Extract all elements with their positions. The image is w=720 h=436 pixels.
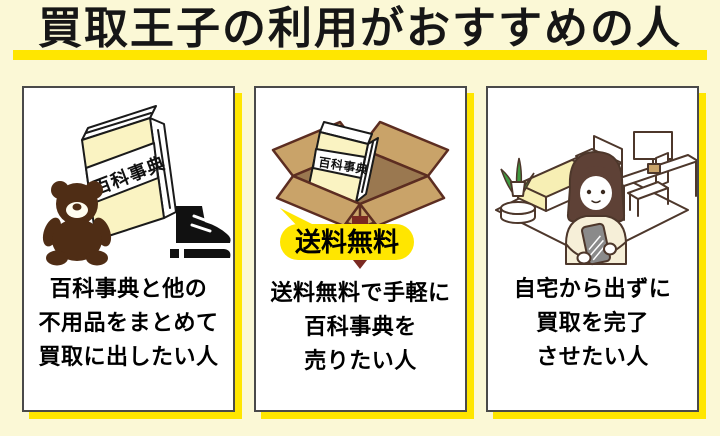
teddy-bear-icon (42, 181, 112, 266)
plant-icon (500, 157, 536, 224)
card-sell-from-home: 自宅から出ずに 買取を完了 させたい人 (486, 86, 699, 412)
woman-smartphone-room-illustration (495, 131, 697, 266)
badge-label: 送料無料 (295, 227, 399, 257)
caption-line: 自宅から出ずに (513, 276, 672, 301)
woman-icon (565, 151, 627, 266)
caption-line: 百科事典と他の (49, 276, 208, 301)
free-shipping-badge: 送料無料 (280, 208, 414, 260)
caption-line: 買取を完了 (536, 310, 649, 335)
caption-line: 不用品をまとめて (38, 310, 219, 335)
encyclopedia-teddy-bear-boot-illustration: 百科事典 (42, 105, 231, 266)
cardboard-box-icon: 百科事典 (271, 120, 450, 230)
card-free-shipping: 百科事典 送料無料 送料無料で手軽に 百科事典を 売りたい人 (254, 86, 467, 412)
card-caption: 百科事典と他の 不用品をまとめて 買取に出したい人 (38, 272, 218, 374)
cards-row: 百科事典 (0, 82, 720, 412)
card-caption: 自宅から出ずに 買取を完了 させたい人 (514, 272, 672, 374)
caption-line: 送料無料で手軽に (270, 280, 451, 305)
caption-line: させたい人 (536, 344, 649, 369)
page-title: 買取王子の利用がおすすめの人 (38, 4, 682, 53)
title-highlight-bar (13, 50, 707, 60)
card-caption: 送料無料で手軽に 百科事典を 売りたい人 (270, 276, 450, 378)
boot-icon (170, 206, 231, 258)
caption-line: 売りたい人 (304, 348, 417, 373)
card-bulk-sell: 百科事典 (22, 86, 235, 412)
caption-line: 百科事典を (304, 314, 417, 339)
monitor-icon (633, 131, 673, 160)
caption-line: 買取に出したい人 (38, 344, 219, 369)
page-header: 買取王子の利用がおすすめの人 (0, 0, 720, 82)
encyclopedia-in-open-box-illustration: 百科事典 送料無料 (271, 120, 450, 269)
encyclopedia-book-icon: 百科事典 (81, 105, 177, 241)
encyclopedia-book-icon: 百科事典 (307, 121, 379, 203)
